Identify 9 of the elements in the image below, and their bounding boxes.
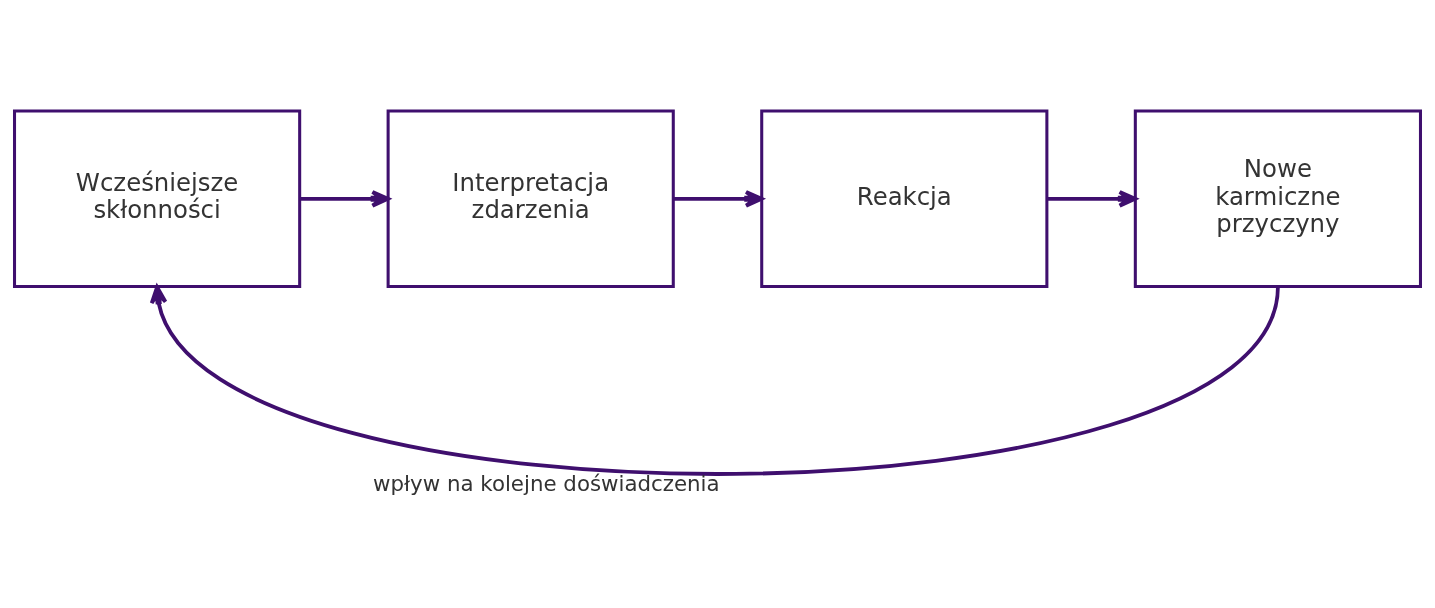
- node-box: Interpretacja zdarzenia: [386, 109, 675, 288]
- node-box: Reakcja: [760, 109, 1049, 288]
- arrow: [673, 190, 764, 208]
- node-box: Wcześniejsze skłonności: [13, 109, 302, 288]
- arrow: [1046, 190, 1137, 208]
- edge-label: wpływ na kolejne doświadczenia: [373, 471, 720, 497]
- arrow: [299, 190, 390, 208]
- node-box: Nowe karmiczne przyczyny: [1133, 109, 1422, 288]
- arrow: [149, 285, 1280, 476]
